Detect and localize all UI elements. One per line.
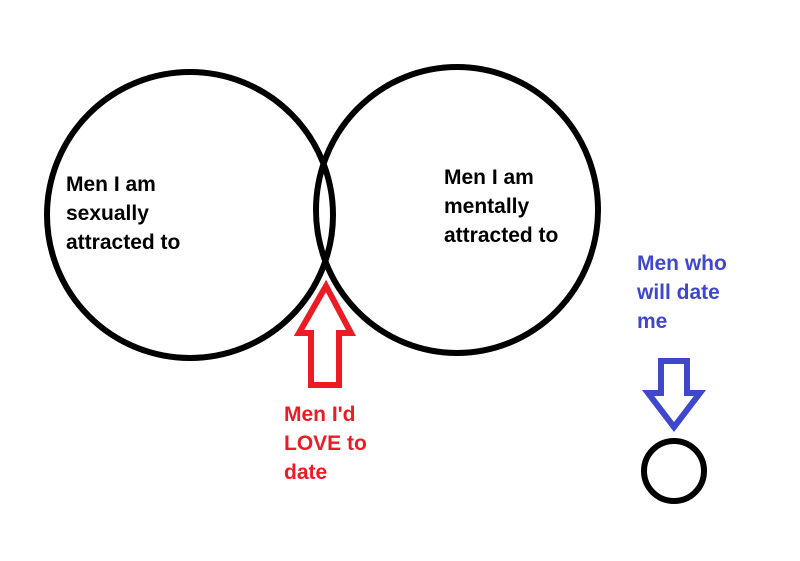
label-line: Men I am	[66, 173, 156, 196]
label-line: Men I'd	[284, 403, 356, 426]
arrow-down-icon	[641, 358, 707, 432]
label-line: Men I am	[444, 166, 534, 189]
label-line: Men who	[637, 252, 727, 275]
will-date-me-circle	[641, 438, 707, 504]
label-line: will date	[637, 281, 720, 304]
label-line: me	[637, 310, 668, 333]
label-line: LOVE to	[284, 432, 367, 455]
love-to-date-label: Men I'd LOVE to date	[284, 400, 367, 487]
will-date-me-label: Men who will date me	[637, 249, 727, 336]
sexual-attraction-label: Men I am sexually attracted to	[66, 170, 180, 257]
mental-attraction-label: Men I am mentally attracted to	[444, 163, 558, 250]
label-line: date	[284, 461, 328, 484]
label-line: attracted to	[66, 231, 181, 254]
label-line: mentally	[444, 195, 530, 218]
label-line: sexually	[66, 202, 149, 225]
sexual-attraction-circle	[44, 69, 336, 361]
arrow-up-icon	[293, 279, 356, 388]
label-line: attracted to	[444, 224, 559, 247]
mental-attraction-circle	[313, 64, 601, 356]
